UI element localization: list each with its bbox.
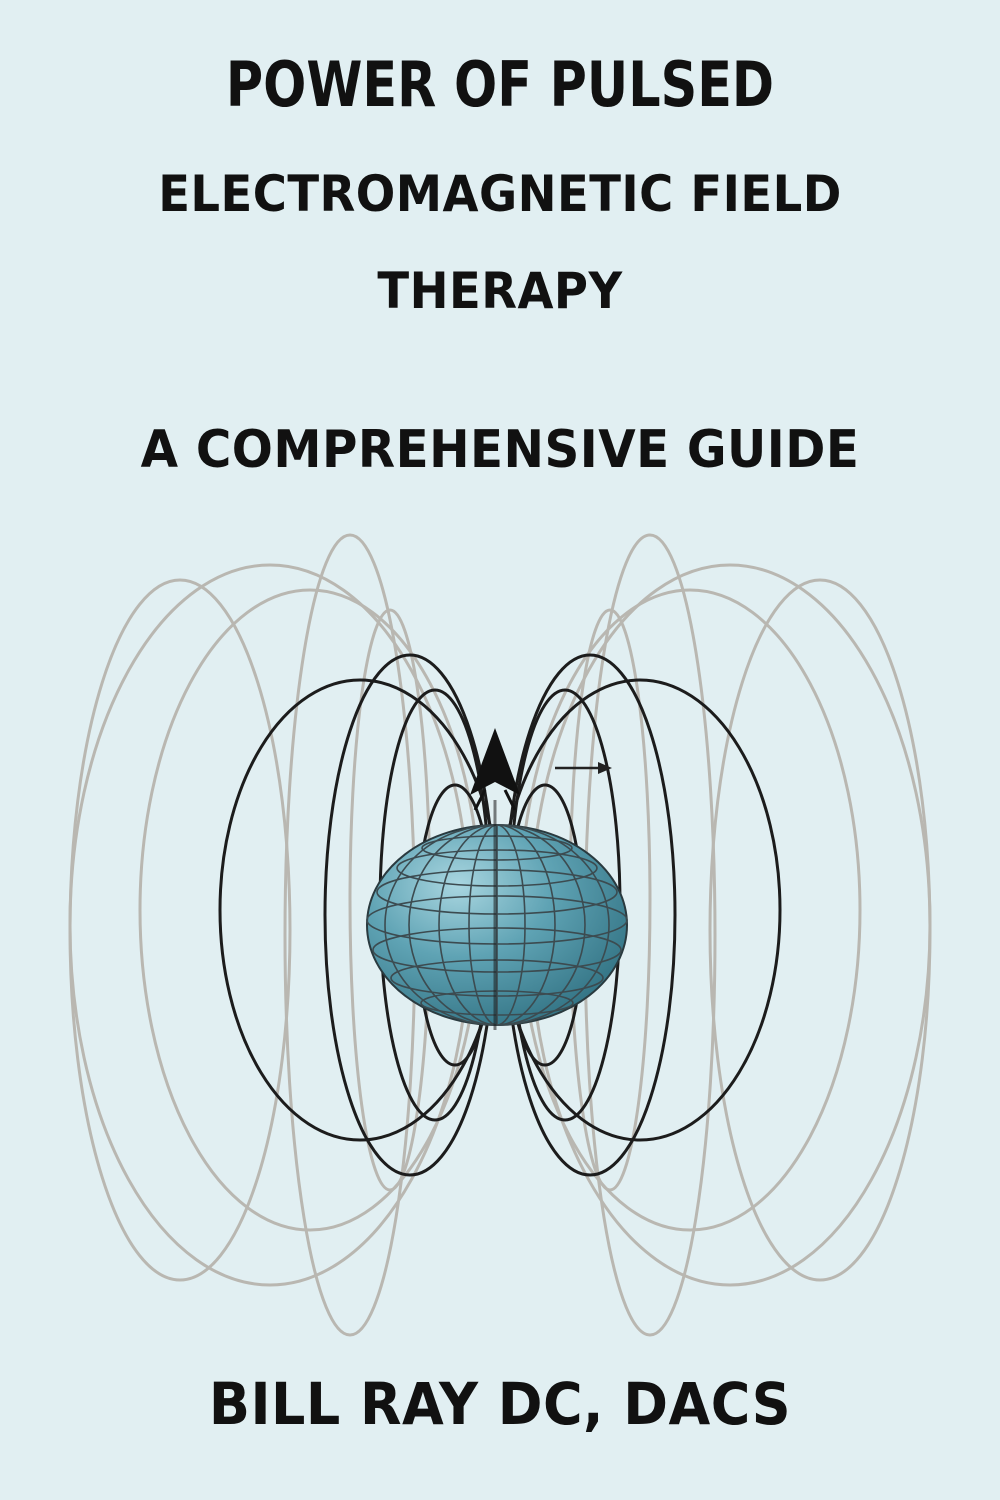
magnetic-dipole-field-icon [68, 533, 932, 1337]
title-line-3: THERAPY [377, 262, 623, 320]
small-right-arrow-icon [555, 762, 612, 774]
title-line-1: POWER OF PULSED [225, 48, 775, 121]
author-name: BILL RAY DC, DACS [208, 1370, 792, 1438]
subtitle: A COMPREHENSIVE GUIDE [140, 420, 860, 480]
dipole-arrow-icon [470, 728, 520, 1030]
title-line-2: ELECTROMAGNETIC FIELD [158, 165, 842, 223]
sphere [366, 824, 628, 1026]
